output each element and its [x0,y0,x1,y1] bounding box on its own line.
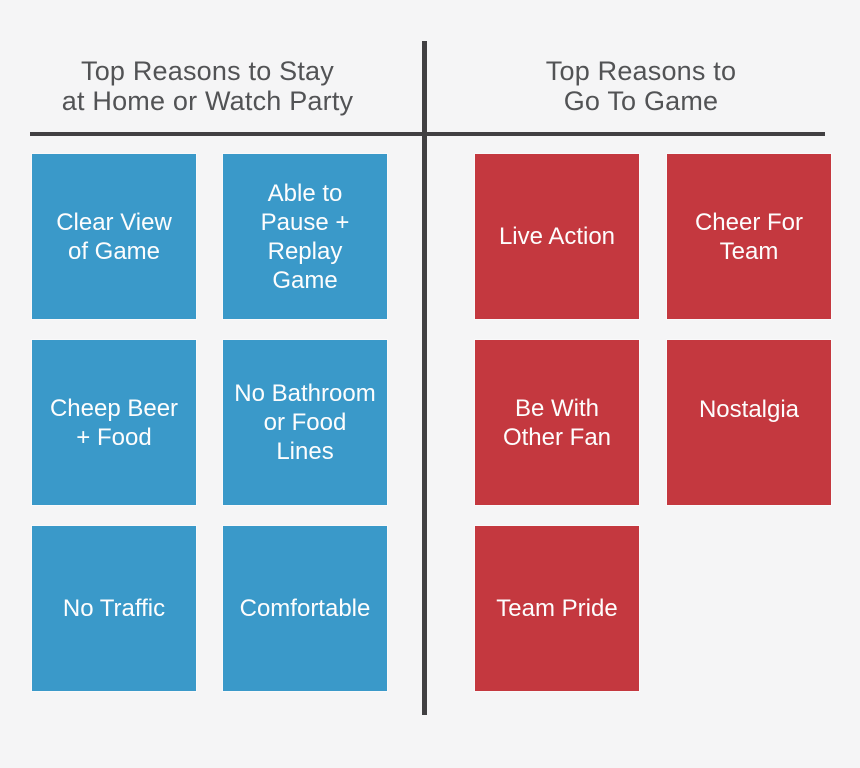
box-label: No Bathroom or Food Lines [234,380,376,465]
box-cheer-for-team: Cheer For Team [667,154,831,319]
horizontal-divider [30,132,825,136]
box-comfortable: Comfortable [223,526,387,691]
box-label: Cheep Beer + Food [49,394,179,451]
stay-column-title: Top Reasons to Stay at Home or Watch Par… [61,56,354,116]
box-cheep-beer-food: Cheep Beer + Food [32,340,196,505]
vertical-divider [422,41,427,715]
go-reasons-grid: Live Action Cheer For Team Be With Other… [475,154,831,691]
box-label: Team Pride [496,595,618,622]
box-no-bathroom-food-lines: No Bathroom or Food Lines [223,340,387,505]
box-be-with-other-fan: Be With Other Fan [475,340,639,505]
go-column-title: Top Reasons to Go To Game [545,56,737,116]
box-label: Cheer For Team [694,208,804,265]
box-no-traffic: No Traffic [32,526,196,691]
box-label: Clear View of Game [56,208,172,265]
box-live-action: Live Action [475,154,639,319]
box-team-pride: Team Pride [475,526,639,691]
box-nostalgia: Nostalgia [667,340,831,505]
stay-reasons-grid: Clear View of Game Able to Pause + Repla… [32,154,387,691]
box-label: Be With Other Fan [502,394,612,451]
box-label: Comfortable [239,595,371,622]
box-label: Able to Pause + Replay Game [260,179,350,294]
box-able-to-pause-replay: Able to Pause + Replay Game [223,154,387,319]
box-label: Nostalgia [698,396,800,423]
box-label: No Traffic [62,595,166,622]
box-clear-view-of-game: Clear View of Game [32,154,196,319]
box-label: Live Action [498,223,616,250]
